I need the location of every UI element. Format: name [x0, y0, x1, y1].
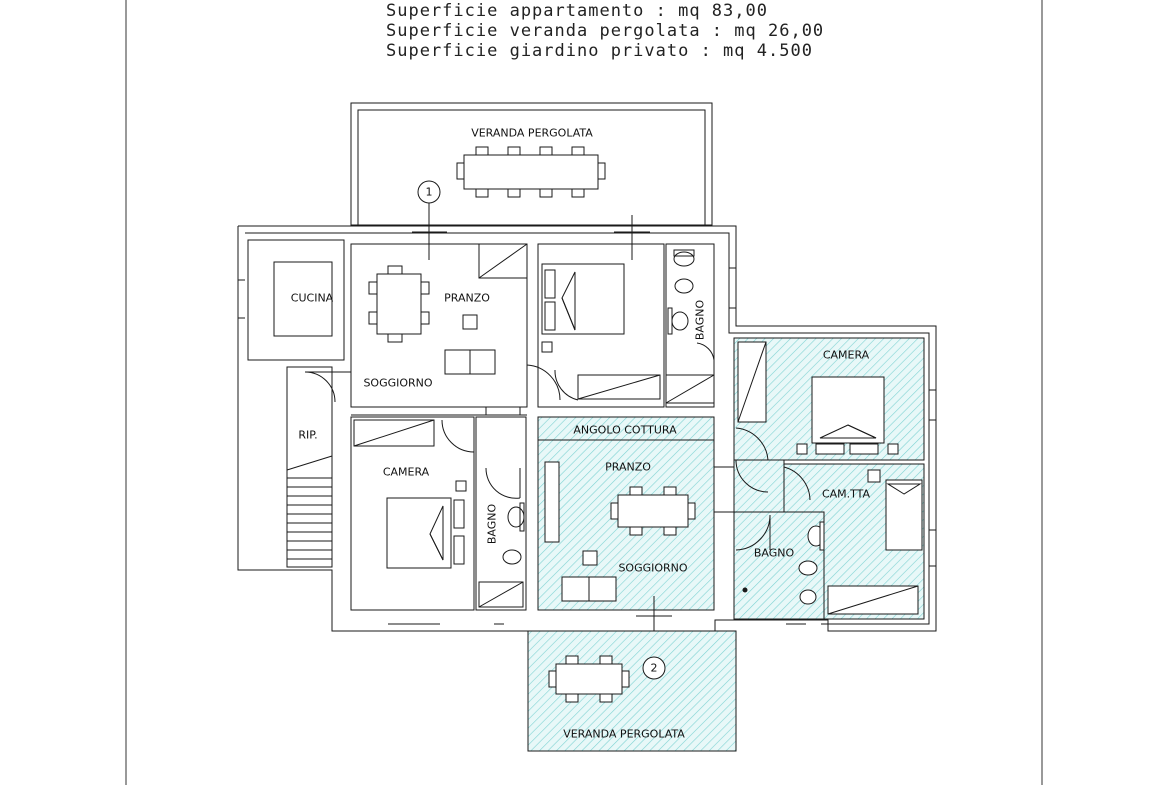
- main-outline: [237, 225, 937, 632]
- cucina-cabinet: [273, 261, 333, 337]
- bed-left: [386, 497, 452, 569]
- wardrobe-top: [577, 374, 661, 400]
- marker-1-label: 1: [425, 185, 433, 199]
- header-line-garden-area: Superficie giardino privato : mq 4.500: [386, 41, 813, 61]
- marker-2-circle: [642, 656, 666, 680]
- table-pranzo-left: [376, 273, 422, 335]
- label-bagno-left: BAGNO: [485, 503, 499, 545]
- label-soggiorno-right: SOGGIORNO: [618, 561, 688, 575]
- label-camera-right: CAMERA: [822, 348, 870, 362]
- marker-2-label: 2: [650, 661, 658, 675]
- coffee-table-left: [462, 314, 478, 330]
- header-line-apartment-area: Superficie appartamento : mq 83,00: [386, 1, 768, 21]
- table-veranda-bottom: [555, 663, 623, 695]
- bed-camtta: [885, 479, 923, 551]
- bed-top: [541, 263, 625, 335]
- label-bagno-top: BAGNO: [693, 299, 707, 341]
- chairs-veranda-top: [456, 146, 606, 198]
- label-camtta: CAM.TTA: [821, 487, 871, 501]
- veranda-top-outline: [350, 102, 713, 226]
- window-marks: [388, 267, 936, 632]
- label-veranda-bottom: VERANDA PERGOLATA: [563, 727, 685, 741]
- camera-left-outline: [350, 416, 475, 611]
- chairs-veranda-bottom: [548, 655, 630, 703]
- camera-top-outline: [537, 243, 665, 408]
- chairs-pranzo-left: [368, 265, 430, 343]
- label-rip: RIP.: [298, 428, 318, 442]
- label-cucina: CUCINA: [290, 291, 334, 305]
- label-pranzo-right: PRANZO: [605, 460, 651, 474]
- label-veranda-top: VERANDA PERGOLATA: [471, 126, 593, 140]
- label-angolo-cottura: ANGOLO COTTURA: [573, 423, 677, 437]
- table-veranda-top: [463, 154, 599, 190]
- bagno-top-outline: [665, 243, 715, 408]
- label-soggiorno-left: SOGGIORNO: [363, 376, 433, 390]
- header-line-veranda-area: Superficie veranda pergolata : mq 26,00: [386, 21, 825, 41]
- rip-outline: [286, 366, 333, 568]
- label-bagno-right: BAGNO: [753, 546, 795, 560]
- bagno-left-outline: [475, 416, 527, 611]
- wardrobe-left: [353, 419, 435, 447]
- chairs-pranzo-right: [610, 486, 696, 536]
- bed-camera-right: [811, 376, 885, 444]
- cucina-outline: [247, 239, 345, 361]
- table-pranzo-right: [617, 494, 689, 528]
- coffee-table-right: [582, 550, 598, 566]
- counter-right: [544, 461, 560, 543]
- stairs: [286, 455, 333, 560]
- label-camera-left: CAMERA: [382, 465, 430, 479]
- label-pranzo-left: PRANZO: [444, 291, 490, 305]
